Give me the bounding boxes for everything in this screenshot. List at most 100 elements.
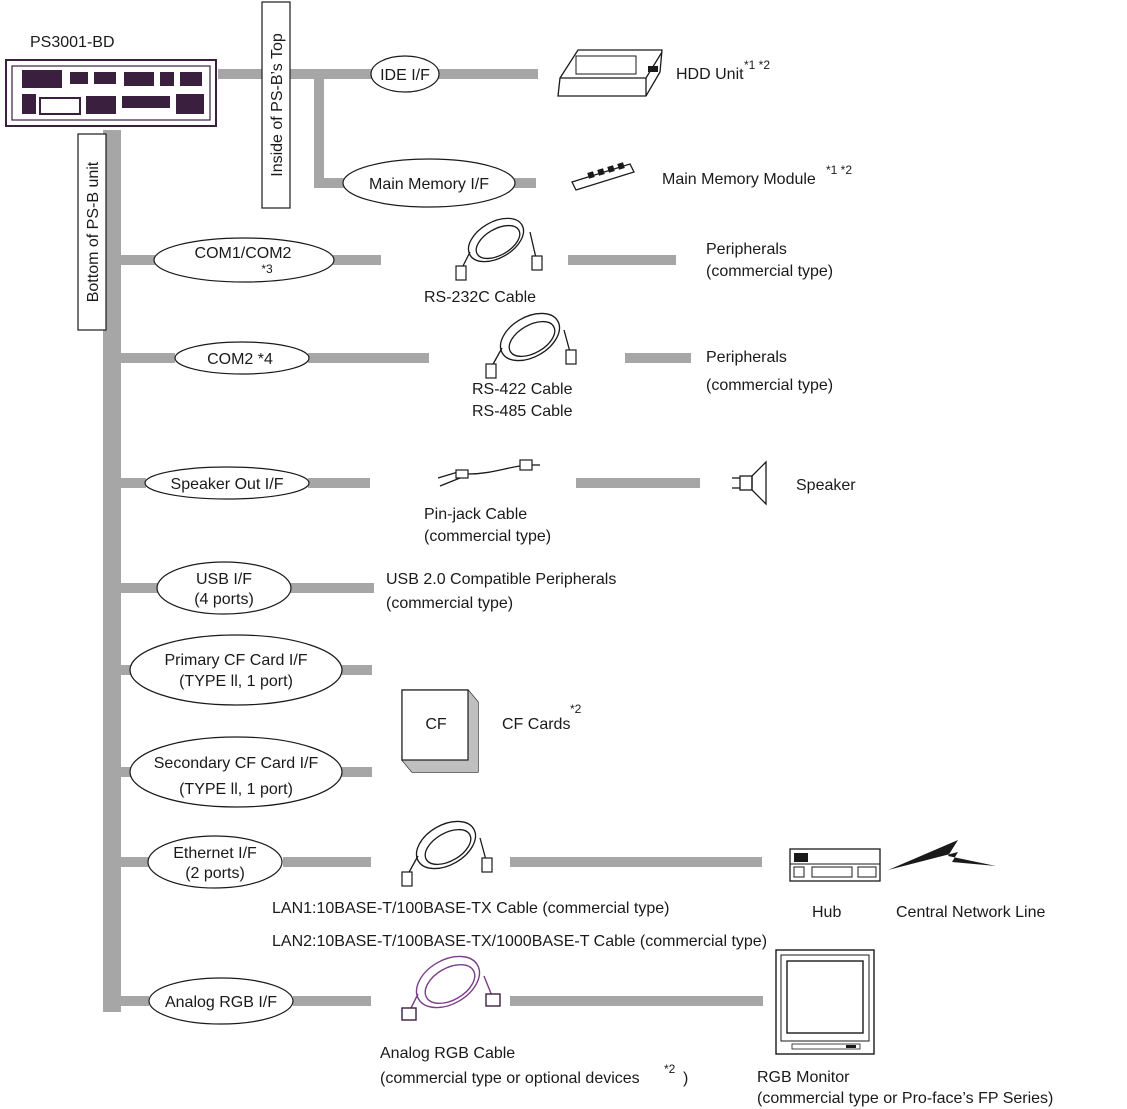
- rgb-monitor-icon: [775, 949, 875, 1055]
- rgb-interface: Analog RGB I/F: [148, 977, 294, 1025]
- periph1-label-1: Peripherals: [706, 241, 787, 258]
- ide-label: IDE I/F: [380, 67, 430, 84]
- rs485-label: RS-485 Cable: [472, 403, 573, 420]
- pinjack-cable-icon: [437, 459, 540, 487]
- com12-interface: COM1/COM2 *3: [153, 237, 335, 283]
- device-name: PS3001-BD: [30, 34, 115, 51]
- cf2-in-bar: [121, 767, 131, 777]
- memory-out-bar: [514, 178, 536, 188]
- hub-icon: [789, 848, 881, 882]
- memory-in-bar: [314, 178, 344, 188]
- com12-note: *3: [261, 262, 273, 276]
- rs422-cable-icon: [485, 312, 577, 379]
- top-feed-bar: [218, 69, 373, 79]
- rgb-cable-note: *2: [664, 1062, 676, 1076]
- rs232c-cable-icon: [455, 217, 543, 281]
- eth-out-bar: [283, 857, 371, 867]
- usb-interface: USB I/F (4 ports): [156, 561, 292, 615]
- periph2-label-1: Peripherals: [706, 349, 787, 366]
- periph2-bar: [625, 353, 691, 363]
- memory-module-note: *1 *2: [826, 163, 852, 177]
- com2-in-bar: [121, 353, 175, 363]
- rgb-label: Analog RGB I/F: [165, 994, 277, 1011]
- usb-periph-label-2: (commercial type): [386, 595, 513, 612]
- hdd-icon: [557, 49, 663, 97]
- hub-bar: [510, 857, 762, 867]
- connection-bars: [103, 69, 763, 1012]
- speaker-label: Speaker Out I/F: [171, 476, 284, 493]
- cf-cards-label: CF Cards: [502, 716, 570, 733]
- eth-label-1: Ethernet I/F: [173, 845, 257, 862]
- cf-box-label: CF: [425, 716, 447, 733]
- rgb-cable-icon: [401, 955, 501, 1021]
- com2-out-bar: [308, 353, 429, 363]
- cf1-interface: Primary CF Card I/F (TYPE ll, 1 port): [129, 634, 343, 706]
- eth-in-bar: [121, 857, 149, 867]
- usb-periph-label-1: USB 2.0 Compatible Peripherals: [386, 571, 616, 588]
- bottom-label-text: Bottom of PS-B unit: [85, 161, 102, 302]
- memory-label: Main Memory I/F: [369, 176, 489, 193]
- cf1-out-bar: [342, 665, 372, 675]
- cf2-label-2: (TYPE ll, 1 port): [179, 781, 293, 798]
- speaker-in-bar: [121, 478, 146, 488]
- memory-module-label: Main Memory Module: [662, 171, 816, 188]
- pinjack-label-1: Pin-jack Cable: [424, 506, 527, 523]
- periph1-label-2: (commercial type): [706, 263, 833, 280]
- ide-out-bar: [438, 69, 538, 79]
- cf-card-icon: CF: [401, 689, 479, 773]
- hdd-label: HDD Unit: [676, 66, 744, 83]
- cf2-out-bar: [342, 767, 372, 777]
- memory-drop-bar: [314, 74, 324, 188]
- com12-in-bar: [121, 255, 155, 265]
- com2-label: COM2 *4: [207, 351, 273, 368]
- com12-label: COM1/COM2: [195, 245, 292, 262]
- periph1-bar: [568, 255, 676, 265]
- network-lightning-icon: [888, 840, 996, 870]
- cf1-in-bar: [121, 665, 131, 675]
- periph2-label-2: (commercial type): [706, 377, 833, 394]
- hdd-note: *1 *2: [744, 58, 770, 72]
- usb-label-2: (4 ports): [194, 591, 254, 608]
- eth-label-2: (2 ports): [185, 865, 245, 882]
- cf2-interface: Secondary CF Card I/F (TYPE ll, 1 port): [129, 736, 343, 808]
- monitor-label-2: (commercial type or Pro-face’s FP Series…: [757, 1090, 1053, 1107]
- rgb-cable-label-2: (commercial type or optional devices: [380, 1070, 640, 1087]
- com12-out-bar: [333, 255, 381, 265]
- memory-module-icon: [571, 162, 635, 191]
- bottom-vertical-label: Bottom of PS-B unit: [77, 133, 107, 331]
- speaker-bar: [576, 478, 700, 488]
- monitor-bar: [510, 996, 763, 1006]
- speaker-device-label: Speaker: [796, 477, 856, 494]
- pinjack-label-2: (commercial type): [424, 528, 551, 545]
- rs422-label: RS-422 Cable: [472, 381, 573, 398]
- com2-interface: COM2 *4: [174, 341, 310, 375]
- usb-in-bar: [121, 583, 158, 593]
- ps3001-bd-device: PS3001-BD: [5, 34, 217, 127]
- trunk-bar: [103, 130, 121, 1012]
- cf2-label-1: Secondary CF Card I/F: [154, 755, 319, 772]
- lan1-label: LAN1:10BASE-T/100BASE-TX Cable (commerci…: [272, 900, 669, 917]
- usb-label-1: USB I/F: [196, 571, 252, 588]
- hub-label: Hub: [812, 904, 841, 921]
- top-vertical-label: Inside of PS-B’s Top: [261, 1, 291, 209]
- network-label: Central Network Line: [896, 904, 1046, 921]
- monitor-label-1: RGB Monitor: [757, 1069, 850, 1086]
- rgb-cable-label-1: Analog RGB Cable: [380, 1045, 515, 1062]
- ide-interface: IDE I/F: [370, 55, 440, 93]
- cf1-label-1: Primary CF Card I/F: [164, 652, 307, 669]
- speaker-icon: [732, 460, 767, 506]
- ethernet-cable-icon: [401, 820, 493, 887]
- usb-out-bar: [290, 583, 374, 593]
- speaker-interface: Speaker Out I/F: [144, 466, 310, 500]
- speaker-out-bar: [308, 478, 370, 488]
- memory-interface: Main Memory I/F: [342, 158, 516, 208]
- rgb-in-bar: [121, 996, 149, 1006]
- rgb-out-bar: [293, 996, 371, 1006]
- ethernet-interface: Ethernet I/F (2 ports): [147, 835, 283, 889]
- lan2-label: LAN2:10BASE-T/100BASE-TX/1000BASE-T Cabl…: [272, 933, 767, 950]
- rs232c-label: RS-232C Cable: [424, 289, 536, 306]
- top-label-text: Inside of PS-B’s Top: [269, 33, 286, 177]
- rgb-cable-close: ): [683, 1070, 688, 1087]
- cf1-label-2: (TYPE ll, 1 port): [179, 673, 293, 690]
